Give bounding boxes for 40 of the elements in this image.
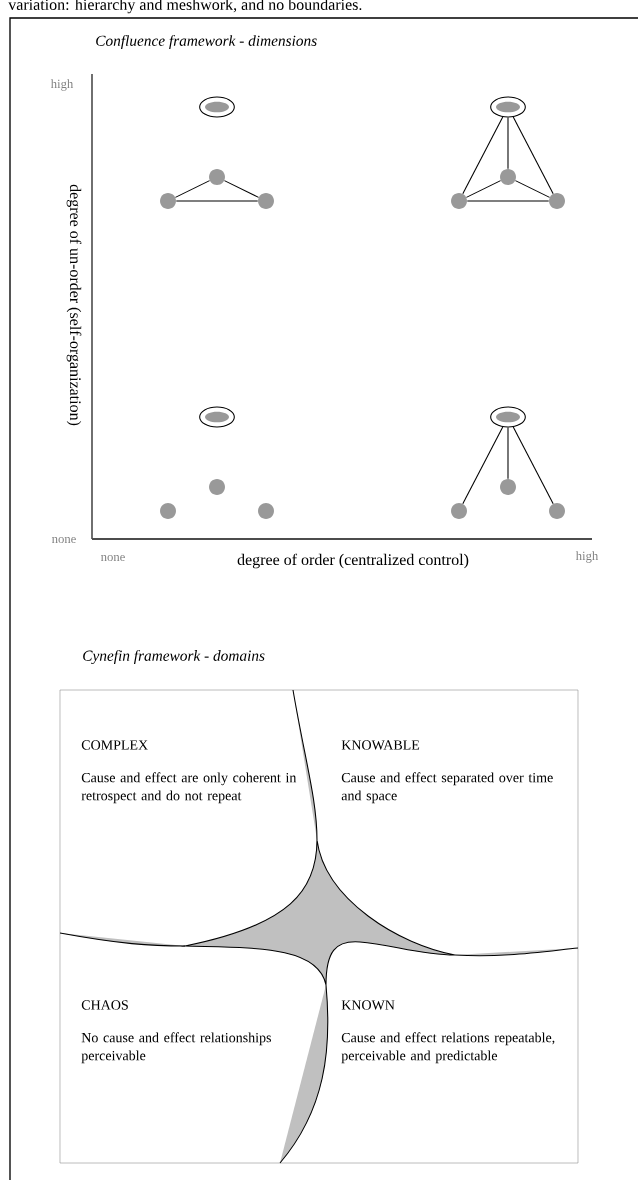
connector-line: [175, 200, 259, 202]
axis-tick-label: high: [575, 551, 599, 563]
connector-line: [462, 116, 504, 195]
dot: [500, 479, 516, 495]
connector-line: [512, 426, 554, 505]
chart-title: Cynefin framework - domains: [83, 649, 265, 665]
domain-text: COMPLEX Cause and effect are only coherent in retrospect and do not repeat: [81, 740, 297, 804]
dot: [209, 479, 225, 495]
domain-text: KNOWN Cause and effect relations repeatable, perceivable and predictable: [341, 1000, 555, 1064]
connector-line: [462, 426, 504, 505]
dot: [451, 503, 467, 519]
domain-text: KNOWABLE Cause and effect separated over time and space: [341, 740, 553, 804]
axis-title: degree of un-order (self-organization): [66, 184, 82, 426]
axis-tick-label: high: [50, 79, 74, 91]
ringed-dot: [490, 96, 526, 118]
dot: [451, 193, 467, 209]
dot: [160, 503, 176, 519]
dot: [500, 169, 516, 185]
chart-title: Confluence framework - dimensions: [96, 35, 317, 50]
dot: [160, 193, 176, 209]
dot: [258, 193, 274, 209]
axis-title: degree of order (centralized control): [237, 553, 469, 569]
connector-line: [223, 180, 260, 198]
axis-tick-label: none: [101, 554, 125, 562]
connector-line: [512, 116, 554, 195]
connector-line: [174, 180, 211, 198]
dot: [258, 503, 274, 519]
connector-line: [465, 180, 502, 198]
ringed-dot: [490, 406, 526, 428]
connector-line: [507, 117, 509, 170]
dot: [549, 193, 565, 209]
dot: [209, 169, 225, 185]
ringed-dot: [199, 96, 235, 118]
connector-line: [466, 200, 550, 202]
ringed-dot: [199, 406, 235, 428]
connector-line: [507, 427, 509, 480]
axis-tick-label: none: [52, 536, 76, 544]
connector-line: [514, 180, 551, 198]
dot: [549, 503, 565, 519]
domain-text: CHAOS No cause and effect relationships perceivable: [81, 1000, 271, 1064]
